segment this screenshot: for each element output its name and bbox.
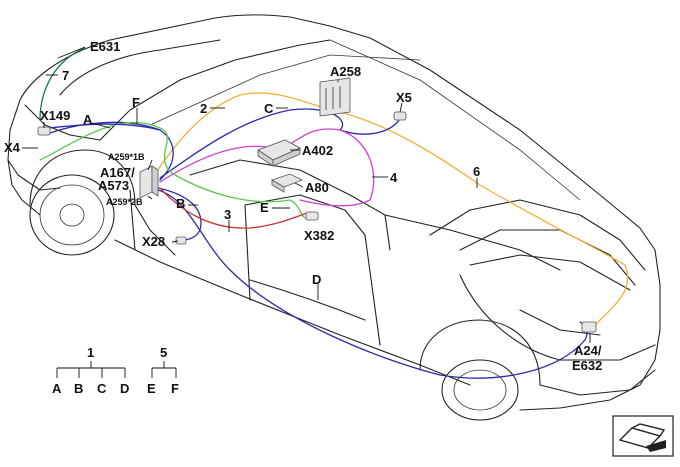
callout-labels: E631 7 X149 A F X4 A259*1B A167/ A573 A2… — [4, 39, 602, 373]
label-a80: A80 — [305, 180, 329, 195]
wire-blue-c — [159, 108, 401, 179]
label-b: B — [176, 196, 185, 211]
connector-x382 — [305, 211, 319, 221]
leader-lines — [22, 46, 591, 343]
label-x149: X149 — [40, 108, 70, 123]
connector-x28 — [175, 236, 187, 245]
car-outline — [7, 14, 661, 421]
label-6: 6 — [473, 164, 480, 179]
label-x28: X28 — [142, 234, 165, 249]
module-a80 — [271, 173, 303, 193]
components — [37, 77, 597, 333]
label-7: 7 — [62, 68, 69, 83]
label-a24: A24/ — [574, 343, 602, 358]
connector-x5 — [393, 111, 407, 121]
label-x4: X4 — [4, 140, 21, 155]
legend-group5-number: 5 — [160, 345, 167, 360]
label-4: 4 — [390, 170, 398, 185]
wire-green-f — [39, 121, 306, 219]
module-a258 — [319, 77, 351, 117]
connector-x149 — [37, 126, 51, 136]
wire-red — [159, 187, 311, 229]
label-a258: A258 — [330, 64, 361, 79]
legend-item-a: A — [52, 381, 62, 396]
label-x382: X382 — [304, 228, 334, 243]
label-a: A — [83, 112, 93, 127]
label-a402: A402 — [302, 143, 333, 158]
label-e631: E631 — [90, 39, 120, 54]
legend-item-b: B — [74, 381, 83, 396]
label-a259-2b: A259*2B — [106, 197, 143, 207]
label-e632: E632 — [572, 358, 602, 373]
label-e: E — [260, 200, 269, 215]
wire-orange — [147, 92, 629, 326]
wire-blue-d — [157, 189, 588, 379]
legend-item-c: C — [97, 381, 107, 396]
legend-group1-number: 1 — [87, 345, 94, 360]
label-a259-1b: A259*1B — [108, 152, 145, 162]
legend-item-e: E — [147, 381, 156, 396]
legend-item-f: F — [171, 381, 179, 396]
label-c: C — [264, 101, 274, 116]
wiring-harnesses — [39, 47, 629, 379]
connector-a24-e632 — [581, 321, 597, 333]
label-d: D — [312, 272, 321, 287]
label-3: 3 — [224, 207, 231, 222]
vehicle-view-arrow-icon — [612, 415, 674, 457]
label-2: 2 — [200, 101, 207, 116]
legend-item-d: D — [120, 381, 129, 396]
legend-tree: 1 A B C D 5 E F — [52, 345, 179, 396]
label-f: F — [132, 95, 140, 110]
label-a573: A573 — [98, 178, 129, 193]
wire-magenta — [159, 128, 375, 207]
module-a167-a573 — [139, 165, 159, 199]
wire-blue-x149 — [47, 123, 161, 131]
label-a167: A167/ — [100, 165, 135, 180]
module-a402 — [257, 139, 301, 167]
wire-darkgreen — [39, 47, 86, 121]
label-x5: X5 — [396, 90, 412, 105]
